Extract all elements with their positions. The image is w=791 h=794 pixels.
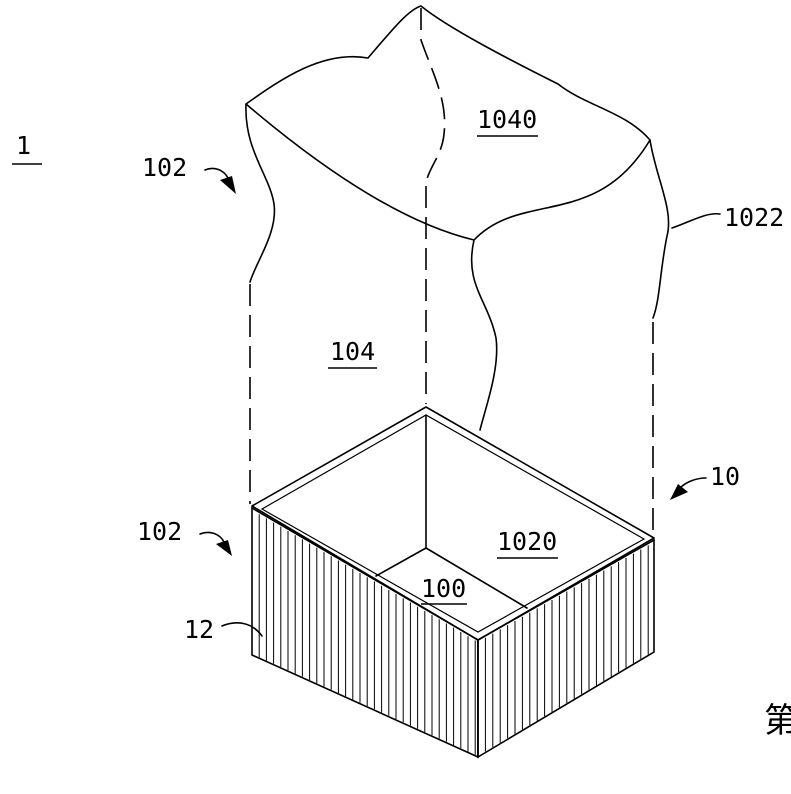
label-inner-space: 104 bbox=[330, 337, 375, 366]
label-fold-line: 1022 bbox=[724, 203, 784, 232]
bag-right-fold bbox=[473, 139, 651, 241]
label-assembly: 1 bbox=[16, 131, 31, 160]
figure-caption-char: 第 bbox=[764, 701, 791, 741]
box-ribs-right bbox=[484, 545, 649, 752]
box-left-face bbox=[251, 506, 479, 759]
labels: 1 102 1040 1022 104 10 102 1020 100 12 第 bbox=[12, 105, 791, 741]
label-side-panel: 1020 bbox=[497, 527, 557, 556]
label-shell: 12 bbox=[184, 615, 214, 644]
bag-center-crease bbox=[420, 8, 446, 185]
label-container-group: 10 bbox=[710, 462, 740, 491]
bag-outline-curve bbox=[245, 5, 670, 319]
projection-lines bbox=[249, 186, 654, 536]
box-top-rim-inner bbox=[260, 414, 646, 633]
label-bottom: 100 bbox=[421, 574, 466, 603]
box-inner-floor-left bbox=[375, 547, 427, 577]
box-ribs-left bbox=[258, 514, 476, 755]
box-top-rim-outer bbox=[251, 406, 655, 641]
bag-front-edge bbox=[245, 103, 475, 241]
label-top-panel: 1040 bbox=[477, 105, 537, 134]
box-right-face bbox=[477, 538, 655, 759]
bag-outline bbox=[245, 5, 670, 431]
container-box bbox=[251, 406, 655, 759]
box-inner-floor-right bbox=[425, 547, 528, 609]
label-bag-upper: 102 bbox=[142, 153, 187, 182]
label-bag-lower: 102 bbox=[137, 517, 182, 546]
bag-inner-fold bbox=[470, 239, 498, 431]
